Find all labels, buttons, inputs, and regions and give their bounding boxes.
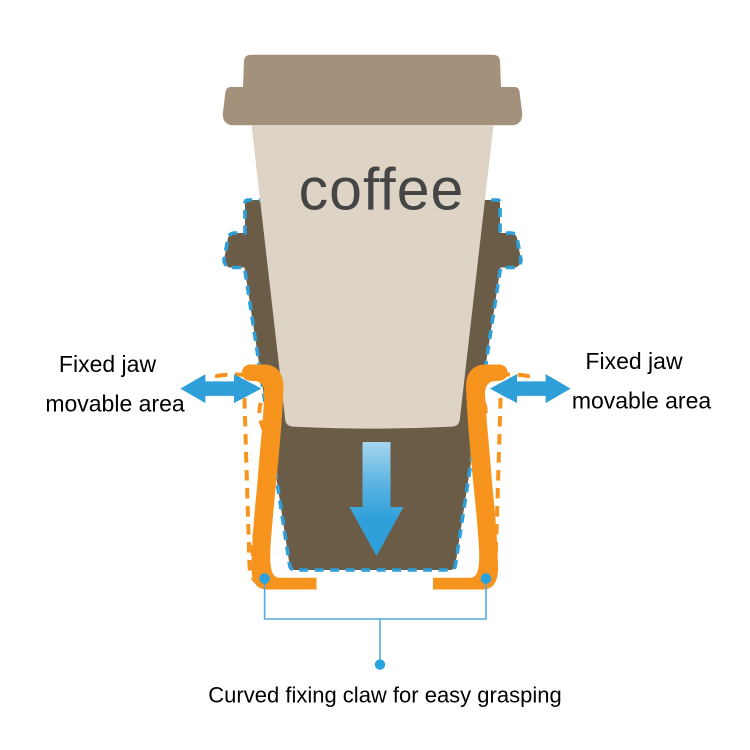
svg-text:coffee: coffee bbox=[299, 157, 465, 223]
svg-text:Curved fixing claw for easy gr: Curved fixing claw for easy grasping bbox=[208, 683, 561, 708]
svg-text:Fixed jaw: Fixed jaw bbox=[59, 351, 157, 377]
svg-text:movable area: movable area bbox=[45, 391, 185, 417]
svg-text:movable area: movable area bbox=[572, 388, 712, 414]
svg-text:Fixed jaw: Fixed jaw bbox=[585, 348, 683, 374]
